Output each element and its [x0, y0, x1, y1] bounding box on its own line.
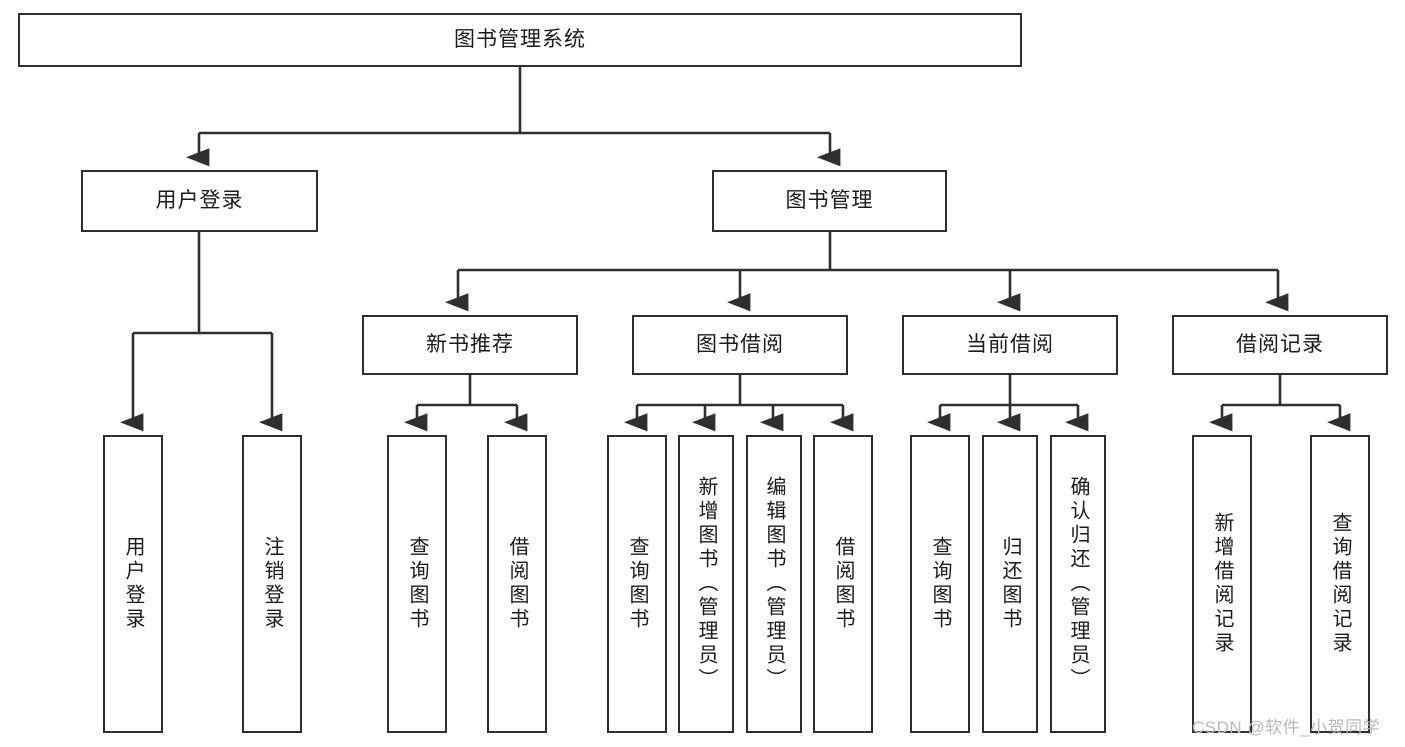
leaf-recommend-borrow-book[interactable]: 借阅图书: [487, 435, 547, 733]
node-book-management[interactable]: 图书管理: [712, 170, 947, 232]
leaf-user-login-signout[interactable]: 注销登录: [242, 435, 302, 733]
leaf-record-query-record[interactable]: 查询借阅记录: [1310, 435, 1370, 733]
node-label: 查询图书: [406, 536, 428, 632]
node-label: 借阅图书: [506, 536, 528, 632]
node-label: 当前借阅: [966, 332, 1054, 356]
node-label: 新书推荐: [426, 332, 514, 356]
node-label: 查询图书: [929, 536, 951, 632]
leaf-borrow-borrow-book[interactable]: 借阅图书: [813, 435, 873, 733]
node-current-borrow[interactable]: 当前借阅: [902, 315, 1118, 375]
node-root-system[interactable]: 图书管理系统: [18, 13, 1022, 67]
leaf-current-confirm-return-admin[interactable]: 确认归还（管理员）: [1050, 435, 1106, 733]
node-label: 查询借阅记录: [1329, 512, 1351, 656]
node-label: 图书管理: [785, 188, 874, 212]
node-user-login[interactable]: 用户登录: [81, 170, 318, 232]
node-new-book-recommend[interactable]: 新书推荐: [362, 315, 578, 375]
node-label: 借阅记录: [1236, 332, 1324, 356]
leaf-recommend-query-book[interactable]: 查询图书: [387, 435, 447, 733]
leaf-record-add-record[interactable]: 新增借阅记录: [1192, 435, 1252, 733]
leaf-borrow-add-book-admin[interactable]: 新增图书（管理员）: [678, 435, 734, 733]
node-label: 新增借阅记录: [1211, 512, 1233, 656]
node-label: 用户登录: [122, 536, 144, 632]
leaf-current-return-book[interactable]: 归还图书: [982, 435, 1038, 733]
node-label: 图书借阅: [696, 332, 784, 356]
node-label: 查询图书: [626, 536, 648, 632]
node-book-borrow[interactable]: 图书借阅: [632, 315, 848, 375]
node-label: 借阅图书: [832, 536, 854, 632]
leaf-current-query-book[interactable]: 查询图书: [910, 435, 970, 733]
node-label: 编辑图书（管理员）: [763, 476, 785, 692]
node-label: 图书管理系统: [454, 27, 586, 51]
node-label: 归还图书: [999, 536, 1021, 632]
leaf-borrow-edit-book-admin[interactable]: 编辑图书（管理员）: [746, 435, 802, 733]
node-label: 注销登录: [261, 536, 283, 632]
node-label: 确认归还（管理员）: [1067, 476, 1089, 692]
node-label: 新增图书（管理员）: [695, 476, 717, 692]
leaf-borrow-query-book[interactable]: 查询图书: [607, 435, 667, 733]
node-borrow-record[interactable]: 借阅记录: [1172, 315, 1388, 375]
node-label: 用户登录: [155, 188, 244, 212]
leaf-user-login-signin[interactable]: 用户登录: [103, 435, 163, 733]
